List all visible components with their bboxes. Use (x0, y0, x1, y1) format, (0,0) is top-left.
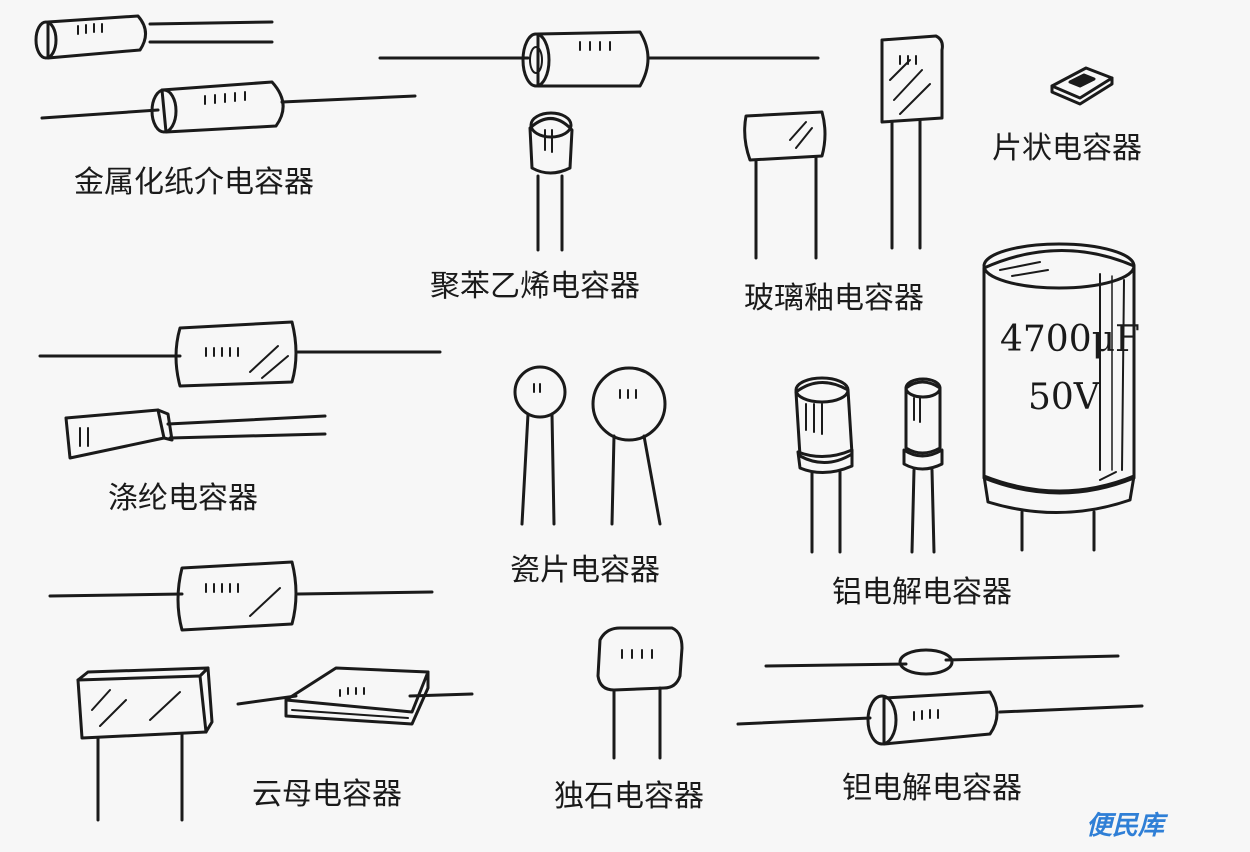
watermark: 便民库 (1085, 811, 1164, 841)
large-electrolytic-capacitor (982, 242, 1136, 552)
polystyrene-capacitor-axial (378, 30, 820, 88)
mica-capacitor-axial (48, 560, 434, 632)
tantalum-capacitor-small (764, 648, 1120, 676)
aluminum-electrolytic-capacitor-2 (902, 377, 944, 554)
label-polyester-capacitor: 涤纶电容器 (108, 481, 258, 516)
label-monolithic-capacitor: 独石电容器 (554, 779, 704, 814)
metallized-paper-capacitor-large (40, 80, 417, 134)
label-chip-capacitor: 片状电容器 (992, 131, 1142, 166)
voltage-marking: 50V (1028, 377, 1100, 418)
mica-capacitor-radial (76, 666, 214, 822)
label-mica-capacitor: 云母电容器 (252, 777, 402, 812)
mica-capacitor-flat (236, 666, 474, 726)
label-polystyrene-capacitor: 聚苯乙烯电容器 (430, 269, 640, 304)
glass-glaze-capacitor-tall (880, 34, 944, 250)
metallized-paper-capacitor-small (34, 14, 274, 60)
chip-capacitor (1050, 66, 1114, 106)
label-ceramic-capacitor: 瓷片电容器 (510, 553, 660, 588)
label-glass-glaze-capacitor: 玻璃釉电容器 (744, 281, 924, 316)
polyester-capacitor-large (38, 320, 442, 388)
capacitance-marking: 4700μF (1000, 319, 1140, 360)
aluminum-electrolytic-capacitor-1 (794, 376, 854, 554)
label-tantalum-electrolytic-capacitor: 钽电解电容器 (842, 771, 1022, 806)
tantalum-capacitor-large (736, 690, 1144, 746)
ceramic-capacitor-small (513, 365, 567, 526)
monolithic-capacitor (596, 626, 684, 760)
label-metallized-paper-capacitor: 金属化纸介电容器 (74, 165, 314, 200)
ceramic-capacitor-large (591, 366, 667, 526)
label-aluminum-electrolytic-capacitor: 铝电解电容器 (832, 575, 1012, 610)
glass-glaze-capacitor-small (743, 110, 827, 260)
polyester-capacitor-small (64, 408, 327, 460)
polystyrene-capacitor-radial (528, 111, 574, 252)
